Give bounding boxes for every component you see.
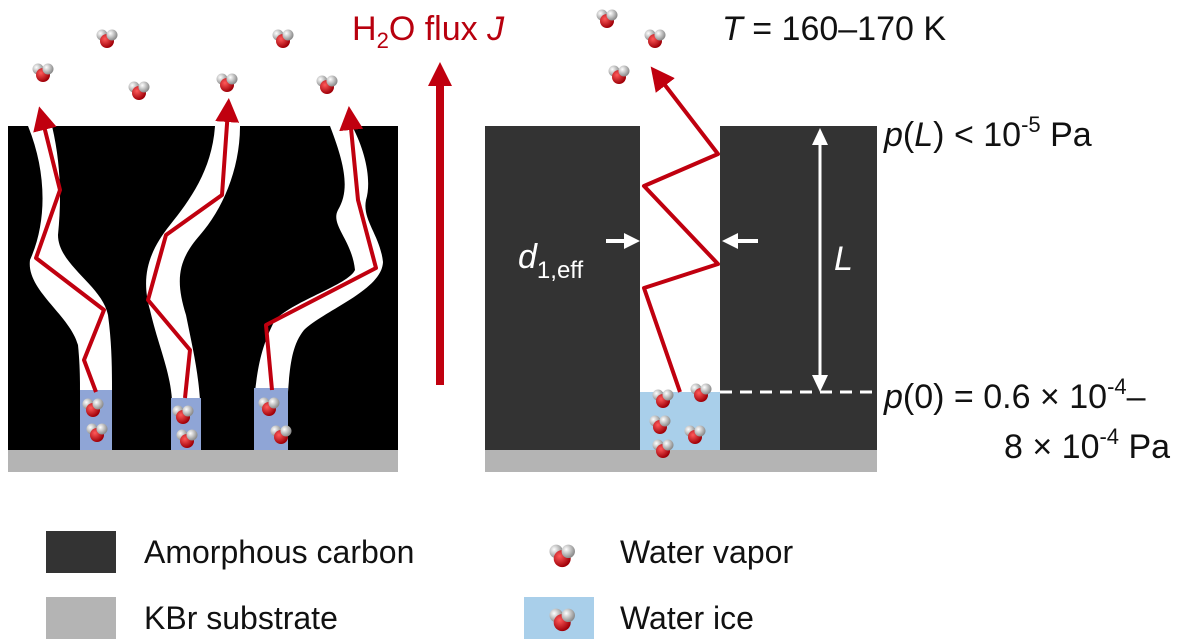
pressure-bottom-label-line2: 8 × 10-4 Pa [1004, 424, 1170, 466]
pressure-top-label: p(L) < 10-5 Pa [883, 112, 1092, 154]
legend-label-ice: Water ice [620, 600, 754, 636]
water-molecule-icon [96, 29, 118, 48]
flux-label: H2O flux J [352, 10, 505, 53]
pore-width-label: d1,eff [518, 238, 584, 284]
legend-swatch-substrate [46, 597, 116, 639]
vapor-molecules-right [596, 9, 666, 84]
pore-channel-1 [28, 126, 112, 392]
pore-channel-2 [146, 126, 240, 400]
water-molecule-icon [216, 73, 238, 92]
water-molecule-icon [32, 63, 54, 82]
molecule-path-3 [264, 106, 378, 391]
water-molecule-icon [608, 65, 630, 84]
substrate-left [8, 450, 398, 472]
legend: Amorphous carbon KBr substrate Water vap… [46, 531, 793, 639]
water-molecule-icon [128, 81, 150, 100]
water-molecule-icon [644, 29, 666, 48]
legend-label-carbon: Amorphous carbon [144, 534, 414, 570]
carbon-block-right-1 [485, 126, 640, 450]
legend-label-vapor: Water vapor [620, 534, 793, 570]
legend-label-substrate: KBr substrate [144, 600, 338, 636]
length-label: L [834, 240, 853, 278]
water-molecule-icon [596, 9, 618, 28]
right-panel: d1,eff L [485, 66, 880, 472]
pore-channel-3 [255, 126, 383, 392]
length-arrow [812, 128, 828, 392]
molecule-path-1 [33, 106, 106, 393]
legend-vapor-icon [549, 544, 575, 568]
pressure-bottom-label-line1: p(0) = 0.6 × 10-4– [883, 374, 1146, 416]
vapor-molecules-left [32, 29, 338, 100]
left-panel [8, 98, 398, 472]
carbon-block-right-2 [720, 126, 877, 450]
substrate-right [485, 450, 877, 472]
legend-swatch-carbon [46, 531, 116, 573]
temperature-label: T = 160–170 K [722, 10, 946, 48]
width-arrows [606, 233, 758, 249]
water-molecule-icon [272, 29, 294, 48]
molecule-path-2 [146, 98, 240, 399]
molecule-path-right [642, 66, 720, 393]
water-molecule-icon [316, 75, 338, 94]
flux-arrow [428, 62, 452, 385]
